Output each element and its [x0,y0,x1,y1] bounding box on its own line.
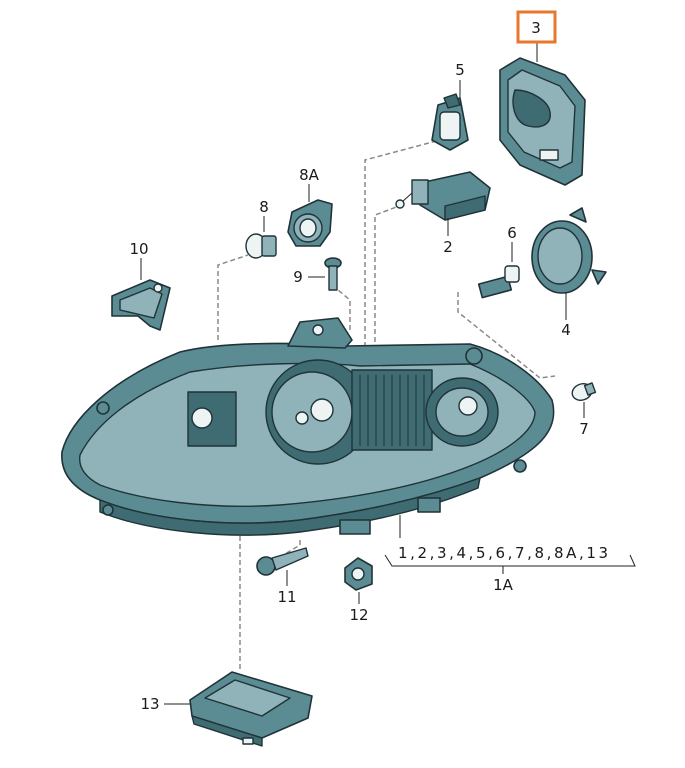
part-3-highlight-box [516,10,557,44]
label-8a: 8A [299,166,320,184]
part-8-bulb [245,233,277,259]
label-13: 13 [140,695,159,713]
label-6: 6 [507,224,517,242]
part-labels: 3 5 8A 8 10 9 2 6 4 7 11 12 13 1,2,3,4,5… [129,19,608,713]
label-9: 9 [293,268,303,286]
assembly-list-label: 1,2,3,4,5,6,7,8,8A,13 [398,544,608,562]
label-8: 8 [259,198,269,216]
part-13-control-unit [189,671,313,747]
assembly-name-label: 1A [493,576,514,594]
label-7: 7 [579,420,589,438]
part-8a-socket [287,199,333,247]
part-9-screw [324,257,342,291]
part-2-adjuster-motor [395,171,491,221]
part-6-bulb-holder [477,265,520,299]
label-12: 12 [349,606,368,624]
label-10: 10 [129,240,148,258]
part-10-bracket [111,279,171,331]
leader-lines [140,42,636,705]
part-4-ring-cover [531,207,607,294]
part-3-rear-cover [499,57,586,186]
part-5-bulb [431,93,469,151]
label-4: 4 [561,321,571,339]
label-5: 5 [455,61,465,79]
part-1-headlight-housing [61,317,555,536]
label-2: 2 [443,238,453,256]
part-12-clip [344,557,373,591]
part-11-screw [256,547,309,576]
label-11: 11 [277,588,296,606]
label-3: 3 [531,19,541,37]
part-7-small-bulb [571,382,597,401]
